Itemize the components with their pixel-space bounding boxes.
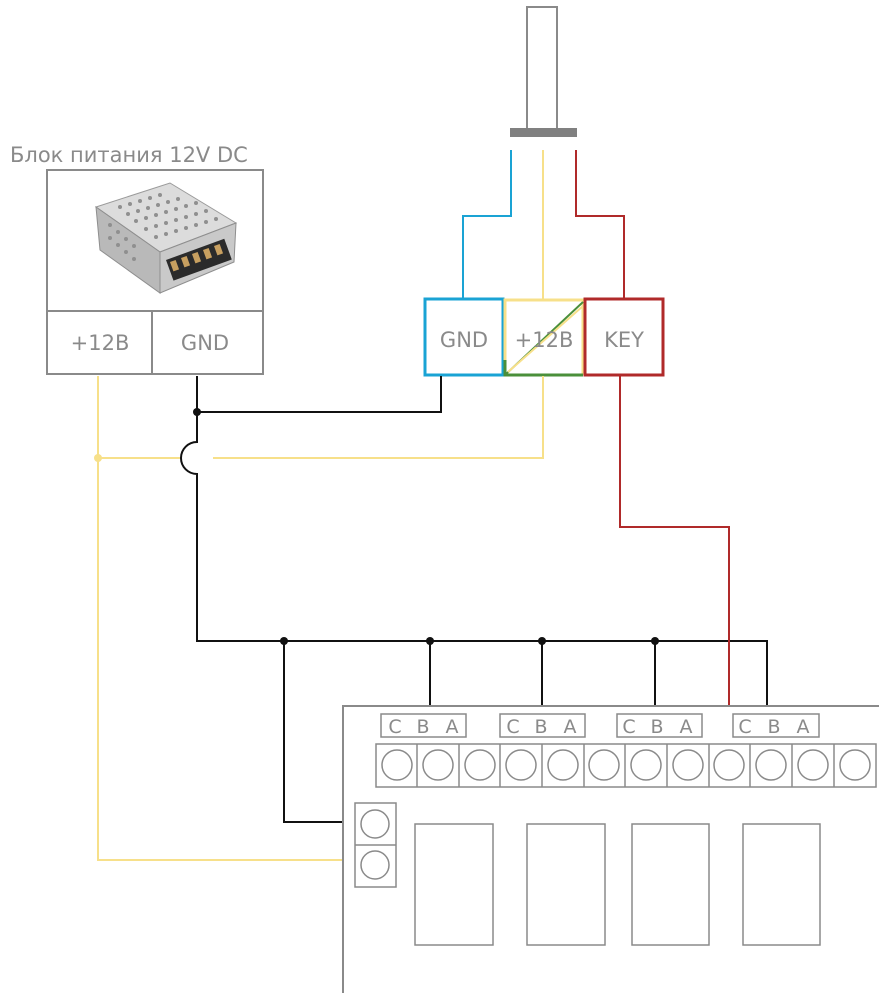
relay-group-4-labels: C B A: [732, 713, 820, 738]
relay4-b: B: [767, 716, 780, 738]
power-supply-gnd-label: GND: [181, 331, 229, 355]
wire-yellow-psu-plus: [97, 376, 343, 861]
board-power-terminal: [354, 802, 397, 888]
terminal-screw: [360, 850, 390, 880]
terminal-plus-box-yellow: [503, 298, 585, 375]
terminal-key-label: KEY: [604, 328, 644, 352]
junction-yellow: [94, 454, 102, 462]
relay-group-1-labels: C B A: [380, 713, 467, 738]
relay-3: [631, 823, 710, 946]
wire-red-key: [575, 150, 625, 299]
terminal-gnd-label: GND: [440, 328, 488, 352]
terminal-strip: [375, 743, 877, 788]
relay-4: [742, 823, 821, 946]
terminal-screw: [797, 749, 829, 781]
terminal-screw: [630, 749, 662, 781]
terminal-plus-box-green: [503, 360, 583, 377]
terminal-screw: [839, 749, 871, 781]
terminal-screw: [713, 749, 745, 781]
wire-yellow-to-reader: [98, 376, 544, 459]
terminal-screw: [360, 809, 390, 839]
relay-group-2-labels: C B A: [499, 713, 586, 738]
relay-2: [526, 823, 606, 946]
relay-1: [414, 823, 494, 946]
relay4-a: A: [797, 716, 810, 738]
power-supply: Блок питания 12V DC: [10, 143, 264, 375]
power-supply-plus-label: +12В: [71, 331, 130, 355]
terminal-gnd-box: [423, 297, 505, 377]
wire-black-to-board: [283, 641, 343, 823]
reader-device: [510, 6, 577, 137]
relay2-b: B: [534, 716, 547, 738]
terminal-screw: [464, 749, 496, 781]
relay-group-3-labels: C B A: [616, 713, 703, 738]
terminal-plus-label: +12В: [515, 328, 574, 352]
terminal-screw: [381, 749, 413, 781]
terminal-screw: [505, 749, 537, 781]
wire-black-to-reader-gnd: [197, 376, 442, 413]
terminal-screw: [547, 749, 579, 781]
relay3-b: B: [650, 716, 663, 738]
relay2-a: A: [564, 716, 577, 738]
power-supply-image: [94, 182, 238, 294]
junction-black-2: [426, 637, 434, 645]
terminal-key-box: [583, 297, 665, 377]
relay1-b: B: [416, 716, 429, 738]
relay3-c: C: [622, 716, 635, 738]
relay1-a: A: [446, 716, 459, 738]
power-supply-box: [46, 169, 264, 375]
junction-black-top: [193, 408, 201, 416]
relay3-a: A: [680, 716, 693, 738]
terminal-plus-diag-yellow-1: [507, 305, 584, 373]
junction-black-3: [538, 637, 546, 645]
power-supply-title: Блок питания 12V DC: [10, 143, 248, 167]
relay-board-outline: [342, 705, 879, 993]
wire-black-psu-gnd: [180, 376, 768, 706]
relay-board: C B A C B A C B A C B A: [342, 705, 879, 993]
terminal-screw: [422, 749, 454, 781]
junction-black-4: [651, 637, 659, 645]
terminal-screw: [672, 749, 704, 781]
wire-red-key-to-board: [619, 376, 730, 706]
terminal-screw: [755, 749, 787, 781]
terminal-screw: [588, 749, 620, 781]
relay4-c: C: [738, 716, 751, 738]
reader-terminal-block: GND +12В KEY: [423, 297, 665, 377]
junction-black-1: [280, 637, 288, 645]
reader-body: [526, 6, 558, 130]
relay1-c: C: [388, 716, 401, 738]
relay2-c: C: [506, 716, 519, 738]
reader-base-bar: [510, 128, 577, 137]
wire-blue-gnd: [462, 150, 512, 299]
